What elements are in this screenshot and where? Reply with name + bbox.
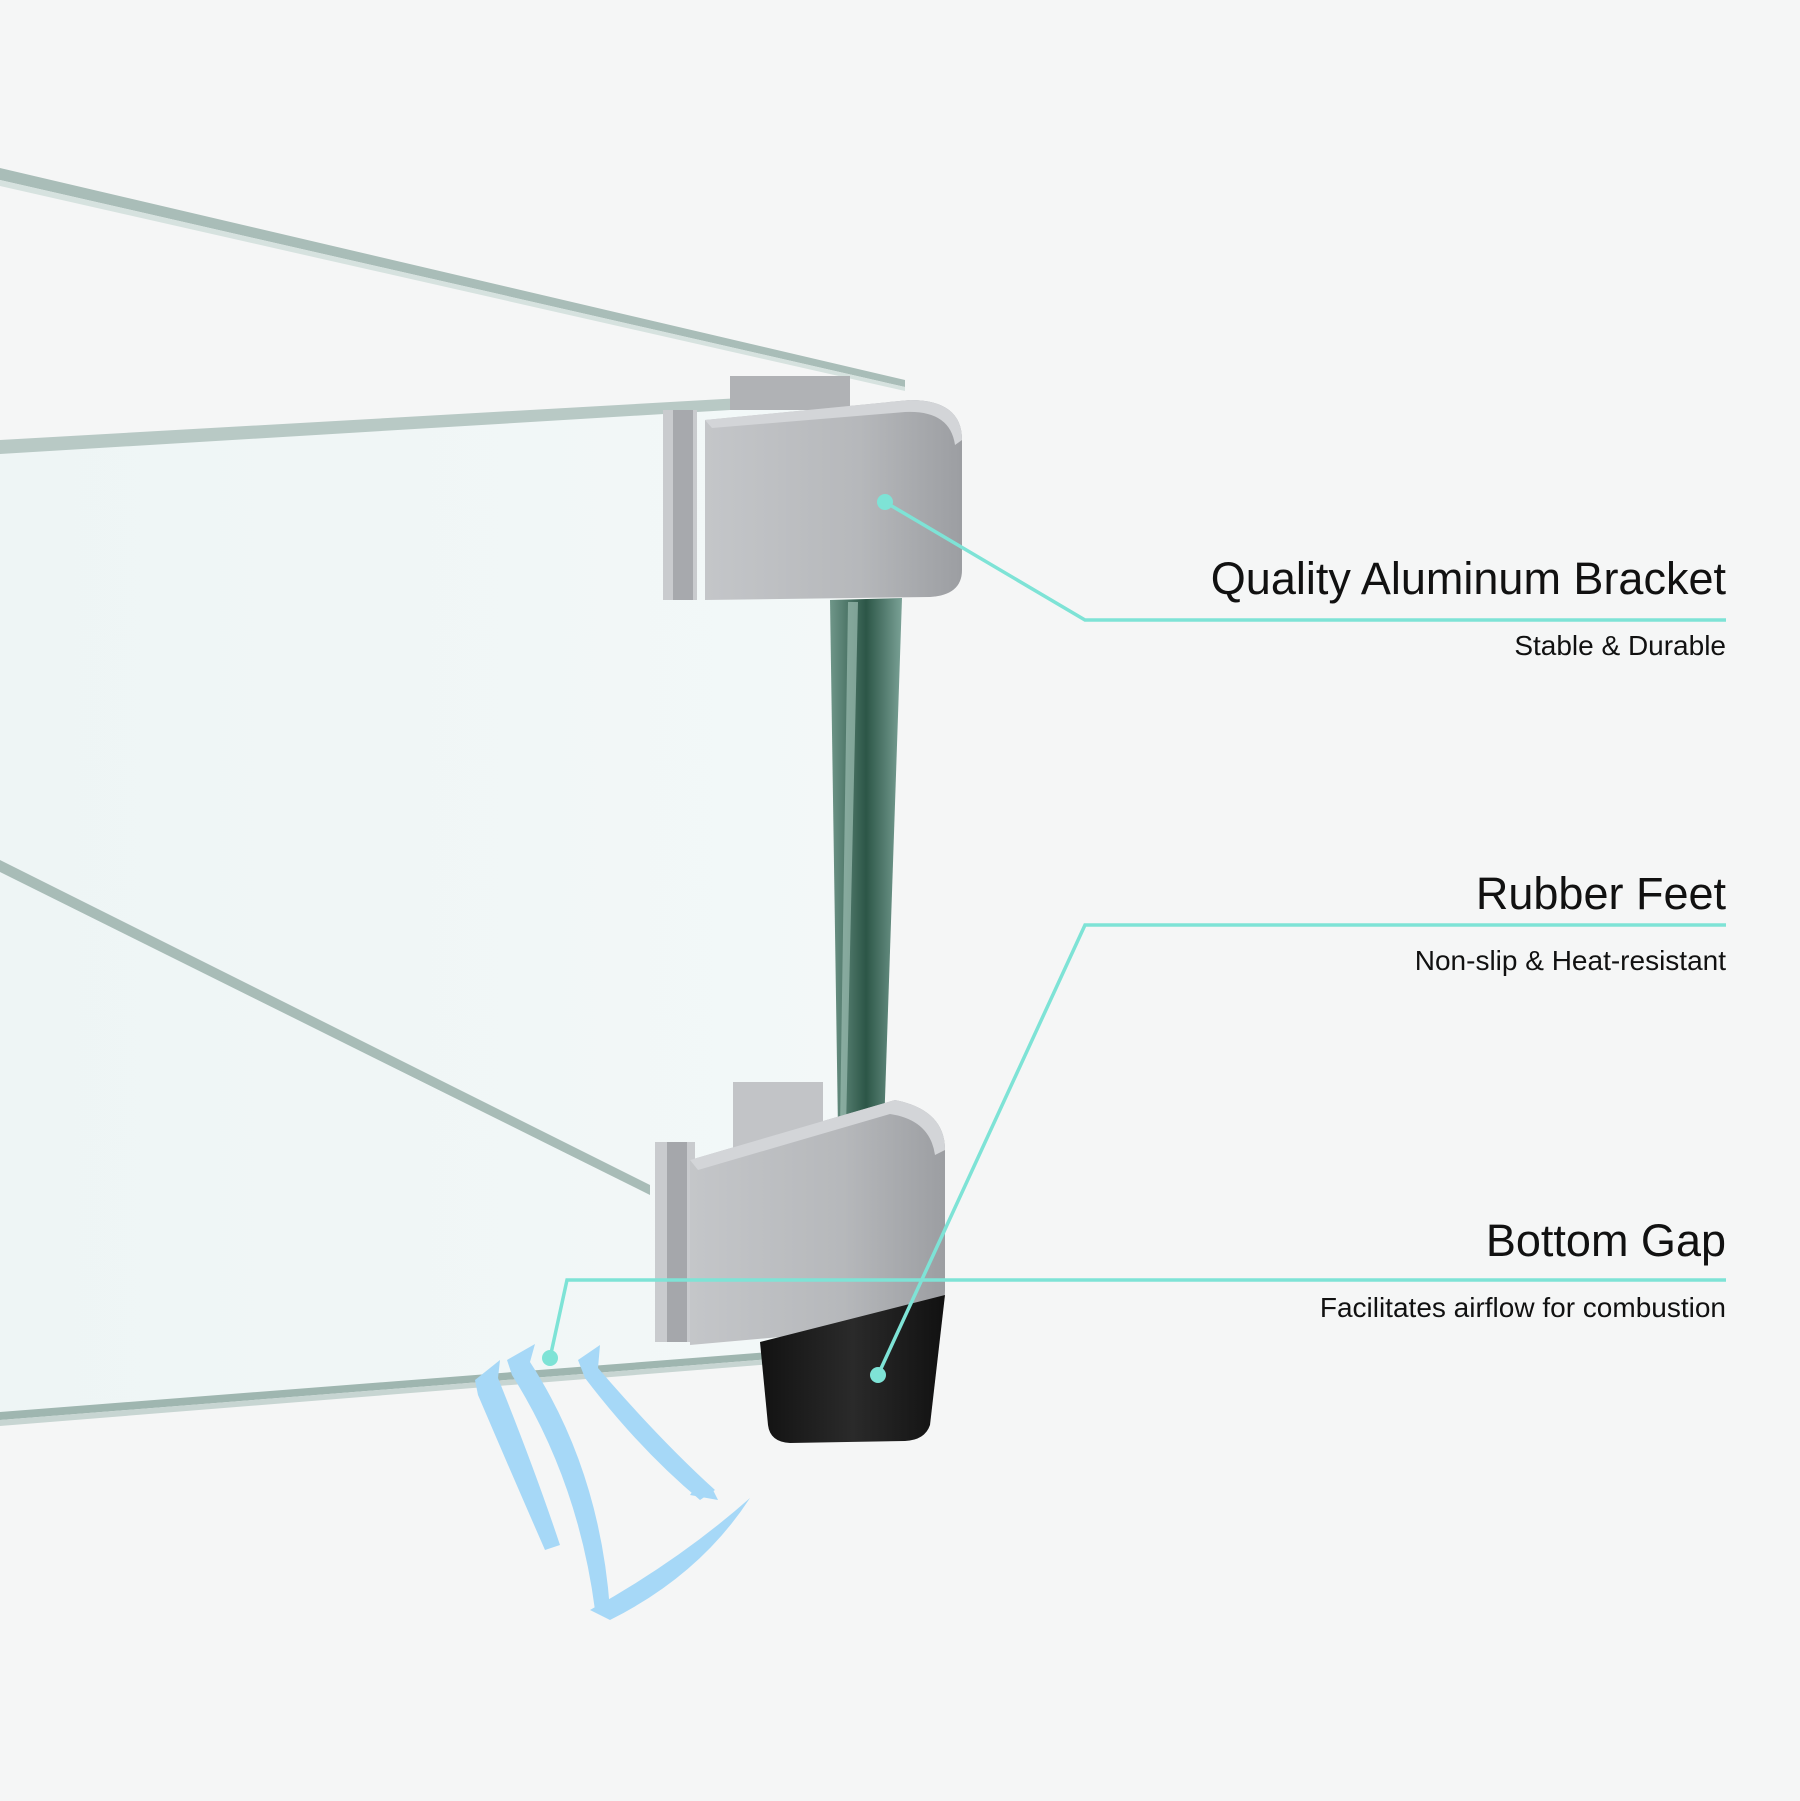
callout-line-bracket xyxy=(884,500,1726,622)
callout-dots xyxy=(542,494,893,1383)
feature-subtitle: Stable & Durable xyxy=(1514,630,1726,661)
feature-title: Quality Aluminum Bracket xyxy=(1210,553,1726,604)
glass-corner-edge xyxy=(830,598,902,1130)
feature-title: Bottom Gap xyxy=(1485,1215,1726,1266)
back-glass-panel xyxy=(0,168,905,391)
bottom-aluminum-bracket xyxy=(655,1082,945,1345)
feature-title: Rubber Feet xyxy=(1475,868,1726,919)
callout-line-rubber-feet xyxy=(876,923,1726,1376)
feature-bottom-gap: Bottom Gap Facilitates airflow for combu… xyxy=(1320,1215,1726,1325)
top-aluminum-bracket xyxy=(663,376,962,600)
feature-subtitle: Non-slip & Heat-resistant xyxy=(1414,945,1726,976)
callout-lines xyxy=(548,500,1726,1376)
airflow-arrows xyxy=(475,1344,750,1620)
feature-bracket: Quality Aluminum Bracket Stable & Durabl… xyxy=(1211,553,1726,663)
callout-dot-rubber-feet xyxy=(870,1367,886,1383)
callout-dot-bottom-gap xyxy=(542,1350,558,1366)
callout-line-bottom-gap xyxy=(548,1278,1726,1359)
feature-rubber-feet: Rubber Feet Non-slip & Heat-resistant xyxy=(1415,868,1726,978)
callout-dot-bracket xyxy=(877,494,893,510)
front-glass-panel xyxy=(0,393,860,1426)
feature-subtitle: Facilitates airflow for combustion xyxy=(1319,1292,1726,1323)
